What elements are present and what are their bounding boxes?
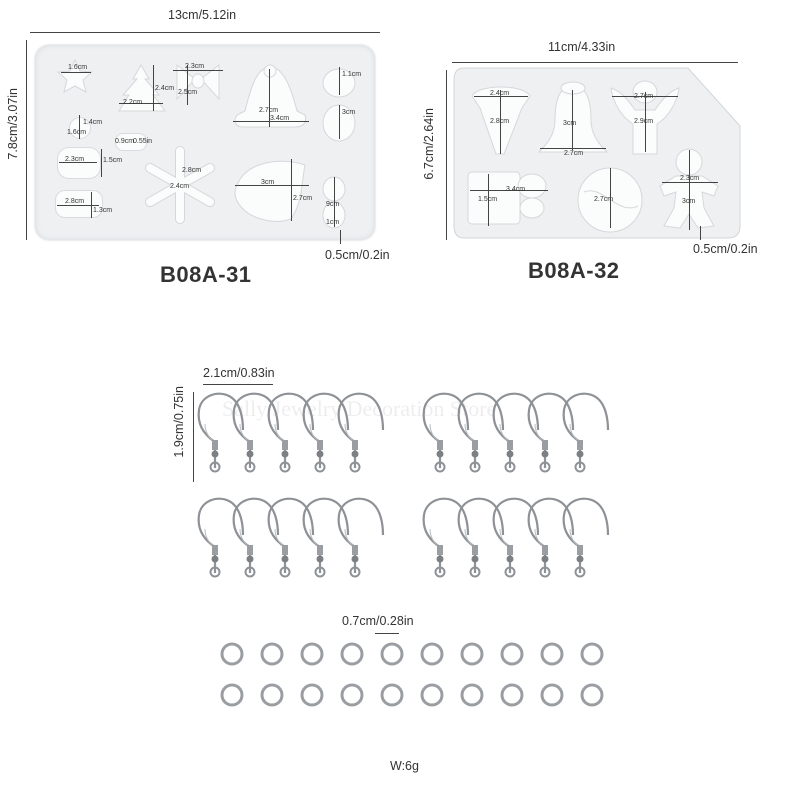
dim-cake-h: 2.8cm <box>490 118 510 125</box>
ring-size-label: 0.7cm/0.28in <box>342 614 414 628</box>
dim-round-w: 1.4cm <box>83 119 103 126</box>
candy-cavity <box>115 133 147 151</box>
mold-a-height-line <box>26 40 27 240</box>
dim-leaf-h: 2.7cm <box>293 195 313 202</box>
dim-gift-h: 1.5cm <box>478 196 498 203</box>
dim-angel-w: 2.7cm <box>634 93 654 100</box>
mold-b-model-label: B08A-32 <box>528 258 620 283</box>
small-round-cavity <box>69 117 91 139</box>
mold-b-width-label: 11cm/4.33in <box>548 40 616 54</box>
hat-cavity <box>234 64 306 128</box>
mold-a-height-label: 7.8cm/3.07in <box>6 88 20 160</box>
dim-round: 1.6cm <box>67 129 87 136</box>
hook-width-line <box>203 384 273 385</box>
dim-bell-w: 2.7cm <box>564 150 584 157</box>
dim-peanut-w: 1cm <box>326 219 340 226</box>
bell-cavity <box>537 81 609 153</box>
weight-label: W:6g <box>390 759 419 773</box>
dim-ornament: 2.7cm <box>594 196 614 203</box>
dim-tree-w: 2.2cm <box>123 99 143 106</box>
dim-peanut-h: 9cm <box>326 201 340 208</box>
ear-hook-rows <box>197 392 610 578</box>
dim-candy-in: 0.55in <box>133 138 153 145</box>
holly-small-cavity <box>57 147 101 179</box>
mold-a-tray: 1.6cm 2.3cm 1.1cm 2.2cm 2.4cm 2.5cm 2.7c… <box>35 45 375 240</box>
hook-width-label: 2.1cm/0.83in <box>203 366 275 380</box>
mitten-cavity <box>55 190 103 218</box>
mold-b-height-label: 6.7cm/2.64in <box>422 108 436 180</box>
cake-cavity <box>471 86 531 155</box>
holly-leaf-cavity <box>234 160 306 222</box>
dim-gift-w: 3.4cm <box>506 186 526 193</box>
ring-size-line <box>375 633 399 634</box>
mold-a-model-label: B08A-31 <box>160 262 252 287</box>
mold-b-width-line <box>452 62 738 63</box>
dim-cake-w: 2.4cm <box>490 90 509 97</box>
mold-b-height-line <box>446 70 447 240</box>
dim-holly-small-h: 1.5cm <box>103 157 123 164</box>
dim-bow-h: 2.5cm <box>178 89 198 96</box>
dim-glasses-bottom: 3cm <box>342 109 356 116</box>
snowflake-cavity <box>145 146 215 224</box>
mold-a-depth-label: 0.5cm/0.2in <box>325 248 390 262</box>
dim-leaf-w: 3cm <box>261 179 275 186</box>
star-cavity <box>57 59 93 93</box>
mold-a-width-label: 13cm/5.12in <box>168 8 237 22</box>
mold-b-depth-label: 0.5cm/0.2in <box>693 242 758 256</box>
jump-ring-rows <box>220 642 604 707</box>
dim-bell-h: 3cm <box>563 120 577 127</box>
dim-hat-w: 3.4cm <box>270 115 290 122</box>
dim-glasses-top: 1.1cm <box>342 71 362 78</box>
dim-tree-h: 2.4cm <box>155 85 175 92</box>
dim-mitten-w: 2.8cm <box>65 198 85 205</box>
dim-snowflake-b: 2.4cm <box>170 183 190 190</box>
dim-snowflake-a: 2.8cm <box>182 167 202 174</box>
dim-gingerbread-h: 3cm <box>682 198 696 205</box>
gift-cavity <box>467 171 547 225</box>
hook-height-label: 1.9cm/0.75in <box>172 386 186 458</box>
dim-mitten-h: 1.3cm <box>93 207 113 214</box>
dim-candy-cm: 0.9cm <box>115 138 135 145</box>
hook-height-line <box>193 392 194 482</box>
dim-holly-small-w: 2.3cm <box>65 156 85 163</box>
mold-a-width-line <box>30 32 380 33</box>
dim-star: 1.6cm <box>68 64 88 71</box>
dim-hat-h: 2.7cm <box>259 107 279 114</box>
dim-bow-w: 2.3cm <box>185 63 205 70</box>
dim-angel-h: 2.9cm <box>634 118 654 125</box>
